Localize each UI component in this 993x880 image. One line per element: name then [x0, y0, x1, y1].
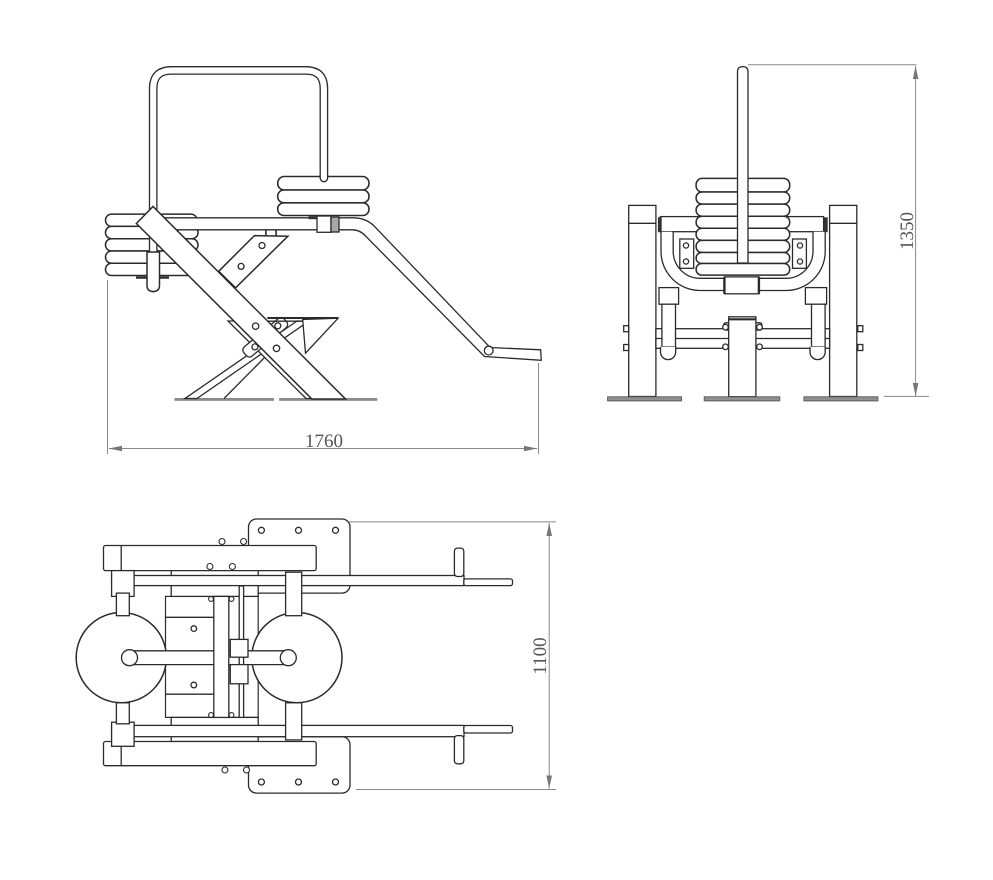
svg-text:1760: 1760: [305, 431, 343, 452]
svg-text:1350: 1350: [897, 212, 918, 250]
svg-text:1100: 1100: [530, 637, 551, 674]
